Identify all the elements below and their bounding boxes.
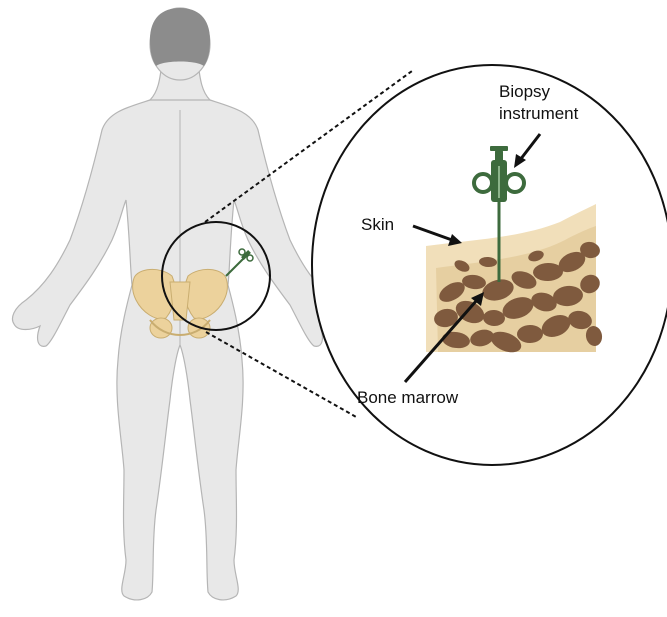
instrument-cap <box>490 146 508 151</box>
sacrum <box>170 282 190 320</box>
label-bone-marrow: Bone marrow <box>357 388 458 408</box>
instrument-plunger <box>495 150 503 162</box>
left-obturator <box>150 318 172 338</box>
label-skin: Skin <box>361 215 394 235</box>
hair <box>150 8 210 66</box>
label-biopsy-line2: instrument <box>499 104 578 124</box>
label-biopsy-line1: Biopsy <box>499 82 550 102</box>
